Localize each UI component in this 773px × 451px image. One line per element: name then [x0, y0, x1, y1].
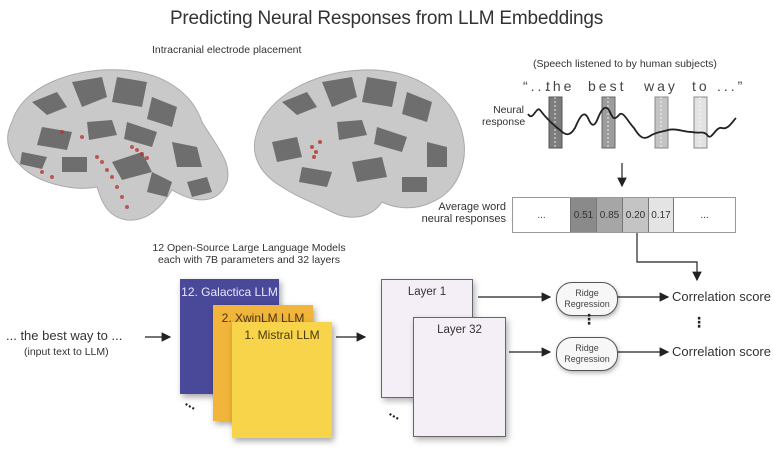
close-quote: ...” — [717, 78, 746, 94]
word-the: the — [546, 78, 575, 94]
left-brain-surface — [7, 69, 229, 221]
diagram-title: Predicting Neural Responses from LLM Emb… — [169, 8, 604, 29]
open-quote: “... — [523, 78, 552, 94]
window-best — [601, 96, 616, 149]
neural-response-label: Neural response — [482, 104, 526, 128]
avg-ellipsis-left: ... — [537, 209, 546, 221]
ridge-label-1b: Regression — [564, 299, 610, 309]
electrode-placement-label: Intracranial electrode placement — [152, 44, 302, 56]
window-the — [548, 96, 563, 149]
right-brain-surface — [253, 69, 465, 218]
word-way: way — [644, 78, 678, 94]
neural-response-trace — [527, 106, 737, 139]
ridge-regression-32: Ridge Regression — [556, 337, 618, 371]
llm-card-mistral: 1. Mistral LLM — [232, 322, 332, 438]
speech-caption: (Speech listened to by human subjects) — [533, 58, 717, 70]
ridge-label-1a: Ridge — [575, 288, 599, 298]
correlation-vertical-ellipsis: ⋮ — [692, 314, 706, 330]
llm-heading: 12 Open-Source Large Language Models eac… — [134, 242, 364, 266]
layer-label-32: Layer 32 — [437, 324, 482, 336]
word-best: best — [588, 78, 627, 94]
llm-label-mistral: 1. Mistral LLM — [244, 328, 320, 342]
correlation-score-1: Correlation score — [672, 289, 771, 304]
llm-heading-line1: 12 Open-Source Large Language Models — [152, 242, 346, 254]
ridge-regression-1: Ridge Regression — [556, 282, 618, 316]
word-to: to — [692, 78, 710, 94]
layer-label-1: Layer 1 — [407, 286, 447, 298]
avg-label-line1: Average word — [438, 201, 506, 213]
input-caption: (input text to LLM) — [24, 346, 109, 358]
ridge-label-32b: Regression — [564, 354, 610, 364]
llm-label-galactica: 12. Galactica LLM — [181, 285, 278, 299]
avg-cell-to: 0.17 — [648, 198, 674, 232]
llm-heading-line2: each with 7B parameters and 32 layers — [157, 254, 341, 266]
average-responses-label: Average word neural responses — [418, 201, 506, 225]
layer-card-32: Layer 32 — [413, 317, 506, 437]
input-text: ... the best way to ... — [6, 328, 123, 343]
avg-label-line2: neural responses — [421, 213, 506, 225]
correlation-score-32: Correlation score — [672, 344, 771, 359]
neural-label-line2: response — [482, 116, 526, 128]
avg-cell-best: 0.85 — [596, 198, 622, 232]
average-responses-bar: ... 0.51 0.85 0.20 0.17 ... — [512, 197, 736, 233]
ridge-vertical-ellipsis: ⋮ — [582, 311, 596, 327]
window-to — [693, 96, 708, 149]
neural-label-line1: Neural — [493, 104, 524, 116]
avg-cell-way: 0.20 — [622, 198, 648, 232]
avg-cell-the: 0.51 — [570, 198, 596, 232]
window-way — [654, 96, 669, 149]
avg-ellipsis-right: ... — [700, 209, 709, 221]
ridge-label-32a: Ridge — [575, 343, 599, 353]
llm-label-xwinlm: 2. XwinLM LLM — [221, 311, 305, 325]
